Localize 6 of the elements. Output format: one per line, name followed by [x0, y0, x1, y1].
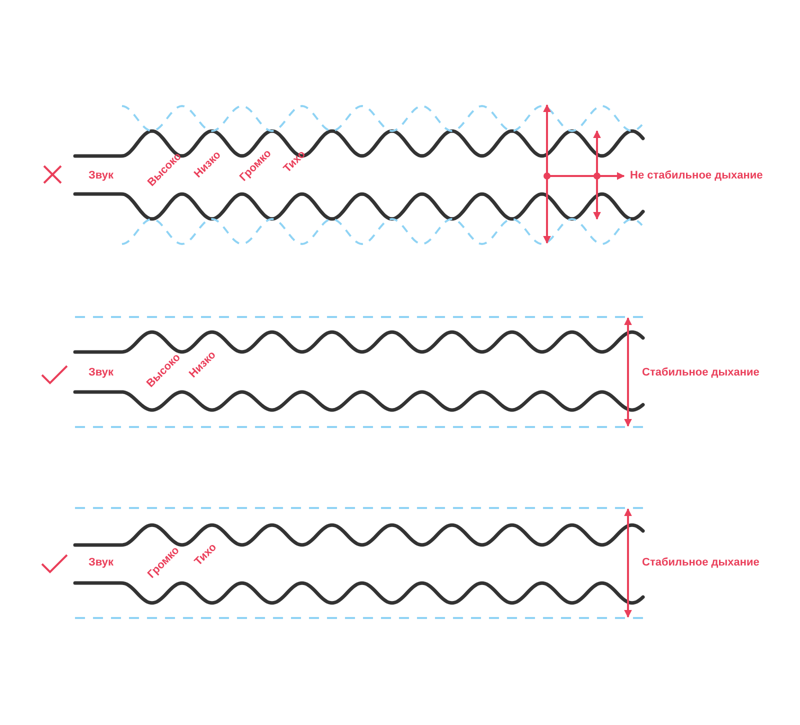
wave-label: Звук — [88, 170, 114, 182]
wave-label: Звук — [88, 556, 114, 570]
wave-label: Звук — [88, 366, 114, 380]
annotation-text: Стабильное дыхание — [642, 366, 760, 380]
annotation-text: Не стабильное дыхание — [630, 170, 763, 182]
annotation-text: Стабильное дыхание — [642, 556, 760, 570]
